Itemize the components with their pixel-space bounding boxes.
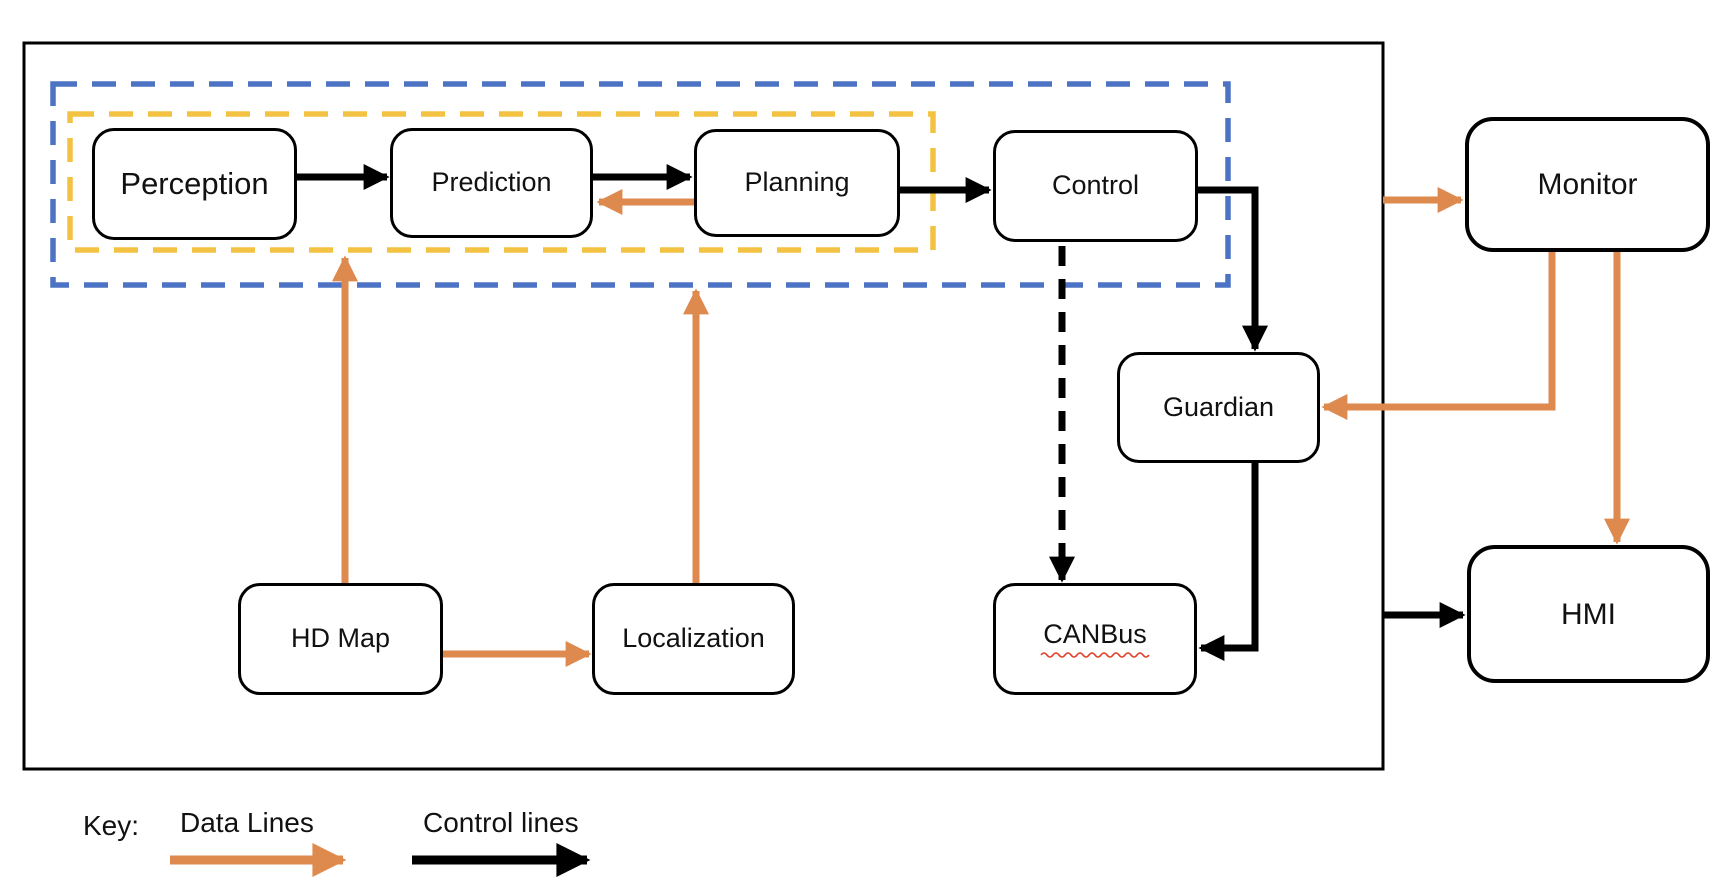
spellcheck-underline [1040, 652, 1150, 659]
node-hd-map: HD Map [238, 583, 443, 695]
edge-monitor-to-guardian [1321, 252, 1556, 420]
node-hd-map-label: HD Map [290, 623, 391, 654]
node-perception: Perception [92, 128, 297, 240]
node-planning-label: Planning [744, 167, 850, 198]
key-data-lines-label: Data Lines [180, 807, 314, 838]
node-prediction: Prediction [390, 128, 593, 238]
key-title: Key: [83, 810, 140, 841]
node-canbus: CANBus [993, 583, 1197, 695]
edge-guardian-to-canbus [1198, 463, 1259, 661]
node-hmi: HMI [1467, 545, 1710, 683]
node-localization: Localization [592, 583, 795, 695]
node-monitor-label: Monitor [1537, 168, 1638, 201]
blue-dashed-group-outline [50, 81, 1231, 288]
node-control: Control [993, 130, 1198, 242]
key-control-lines-label: Control lines [423, 807, 579, 838]
node-guardian: Guardian [1117, 352, 1320, 463]
node-control-label: Control [1051, 170, 1140, 201]
gold-dashed-group-outline [67, 111, 936, 253]
node-localization-label: Localization [622, 623, 765, 654]
edge-control-to-guardian [1198, 186, 1268, 352]
node-guardian-label: Guardian [1162, 391, 1275, 422]
node-planning: Planning [694, 129, 900, 237]
node-canbus-label: CANBus [1043, 618, 1147, 649]
node-perception-label: Perception [120, 165, 269, 201]
node-prediction-label: Prediction [431, 167, 552, 198]
node-monitor: Monitor [1465, 117, 1710, 252]
node-hmi-label: HMI [1561, 597, 1616, 631]
